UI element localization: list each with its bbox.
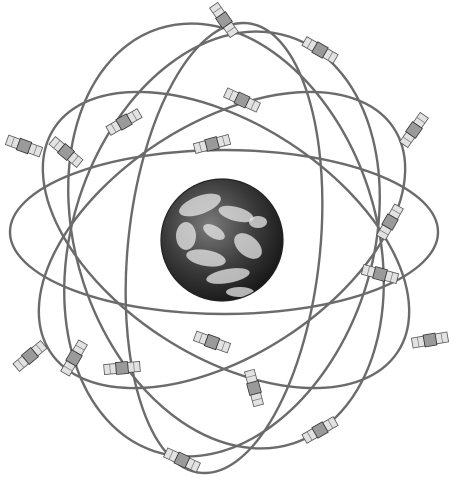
satellite	[411, 331, 449, 349]
satellite	[244, 369, 265, 407]
satellite-body	[115, 361, 128, 374]
cloud-patch	[226, 287, 254, 297]
satellite	[12, 340, 47, 372]
satellite-body	[373, 267, 388, 282]
earth-globe	[161, 179, 283, 301]
cloud-patch	[176, 222, 196, 250]
satellite	[60, 339, 88, 376]
satellite	[399, 112, 429, 148]
satellite	[301, 416, 338, 444]
cloud-patch	[249, 216, 267, 228]
satellite	[104, 360, 141, 375]
satellite	[193, 330, 231, 354]
satellite-body	[247, 381, 262, 396]
satellite	[5, 134, 43, 158]
satellite	[301, 36, 338, 64]
satellite	[163, 447, 201, 473]
satellite-body	[423, 333, 437, 347]
satellite-body	[205, 137, 220, 152]
satellite	[48, 136, 83, 168]
